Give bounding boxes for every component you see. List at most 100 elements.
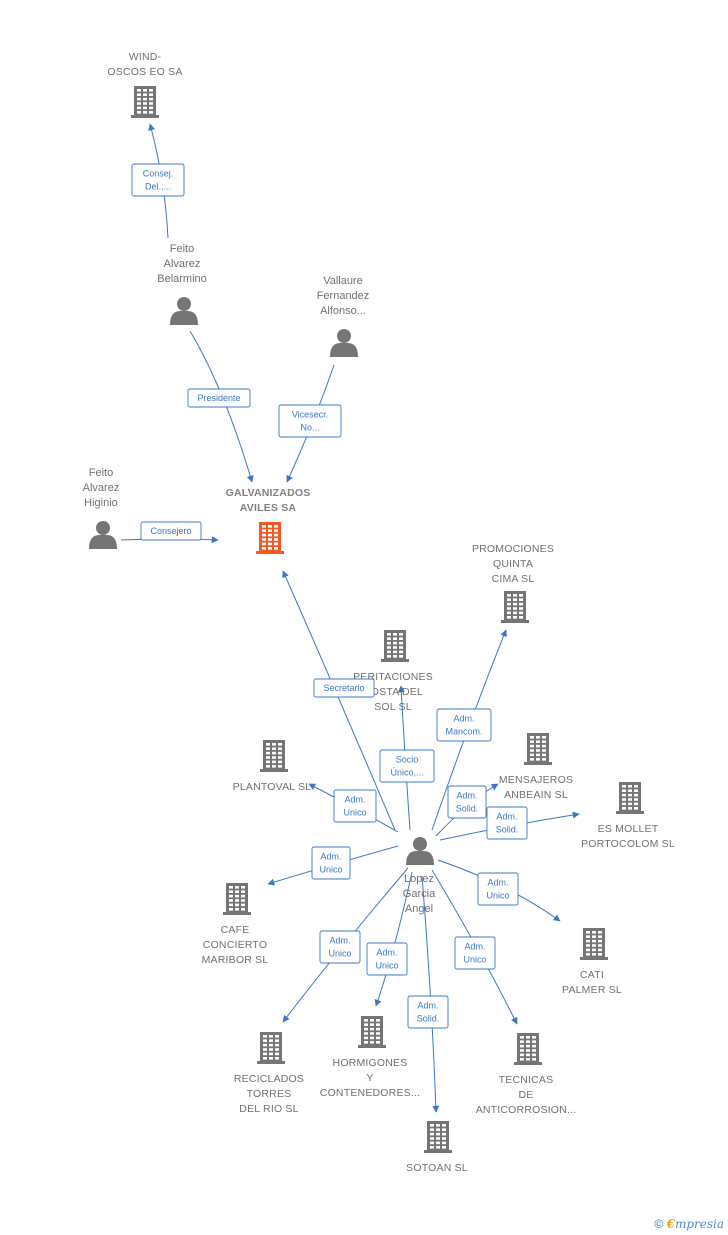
building-icon[interactable] [424, 1121, 452, 1153]
building-window [634, 785, 638, 788]
node-windoscos[interactable]: WIND-OSCOS EO SA [107, 51, 182, 118]
building-window [143, 111, 147, 114]
node-plantoval[interactable]: PLANTOVAL SL [233, 740, 312, 793]
building-window [628, 785, 632, 788]
node-label: Belarmino [157, 273, 207, 285]
building-icon[interactable] [580, 928, 608, 960]
node-label: ANTICORROSION... [476, 1104, 577, 1116]
building-window [526, 1036, 530, 1039]
person-icon[interactable] [89, 521, 117, 549]
copyright-symbol: © [654, 1217, 664, 1231]
edge-label[interactable]: Adm.Unico [311, 846, 351, 880]
building-icon[interactable] [358, 1016, 386, 1048]
building-window [387, 637, 391, 640]
edge-label-text: No... [300, 423, 319, 433]
building-icon[interactable] [256, 522, 284, 554]
building-window [278, 751, 282, 755]
building-window [622, 802, 626, 806]
person-icon[interactable] [406, 837, 434, 865]
node-label: PORTOCOLOM SL [581, 838, 675, 850]
building-icon[interactable] [260, 740, 288, 772]
building-icon[interactable] [381, 630, 409, 662]
building-icon[interactable] [616, 782, 644, 814]
building-base [616, 811, 644, 814]
edge-label-box [311, 846, 351, 880]
building-window [598, 935, 602, 938]
building-icon[interactable] [223, 883, 251, 915]
building-window [241, 894, 245, 898]
building-window [376, 1019, 380, 1022]
building-window [393, 650, 397, 654]
building-icon[interactable] [514, 1033, 542, 1065]
edge-label-box [454, 936, 496, 970]
person-icon[interactable] [330, 329, 358, 357]
building-window [229, 890, 233, 893]
building-window [269, 1057, 273, 1060]
building-icon[interactable] [257, 1032, 285, 1064]
building-window [536, 749, 540, 752]
edge-label-text: Solid. [417, 1014, 440, 1024]
edge-label-box [366, 942, 408, 976]
edge-label[interactable]: Adm.Solid. [486, 806, 528, 840]
building-window [622, 785, 626, 788]
node-label: OSCOS EO SA [107, 66, 182, 78]
building-icon[interactable] [524, 733, 552, 765]
edge-label[interactable]: Adm.Unico [319, 930, 361, 964]
building-window [532, 1036, 536, 1039]
empresia-logo[interactable]: €mpresia [667, 1217, 724, 1231]
edge-label[interactable]: Secretario [313, 678, 375, 698]
building-window [393, 633, 397, 636]
node-tecnicas[interactable]: TECNICASDEANTICORROSION... [476, 1033, 577, 1116]
building-window [137, 102, 141, 105]
building-icon[interactable] [131, 86, 159, 118]
building-window [530, 736, 534, 739]
edge-label[interactable]: Adm.Mancom. [436, 708, 492, 742]
building-window [634, 807, 638, 810]
edge-label[interactable]: SocioÚnico,... [379, 749, 435, 783]
building-window [274, 525, 278, 528]
building-icon[interactable] [501, 591, 529, 623]
node-vallaure[interactable]: VallaureFernandezAlfonso... [317, 275, 370, 357]
node-sotoan[interactable]: SOTOAN SL [406, 1121, 468, 1174]
edge-label[interactable]: Consej.Del.,... [131, 163, 185, 197]
building-window [393, 646, 397, 649]
building-window [536, 753, 540, 757]
building-window [436, 1146, 440, 1149]
edge-label-text: Adm. [456, 791, 477, 801]
building-window [436, 1132, 440, 1136]
building-window [520, 1040, 524, 1043]
building-window [622, 807, 626, 810]
edge-label[interactable]: Adm.Solid. [447, 785, 487, 819]
node-hormigones[interactable]: HORMIGONESYCONTENEDORES... [320, 1016, 420, 1099]
node-label: SOTOAN SL [406, 1162, 468, 1174]
person-icon[interactable] [170, 297, 198, 325]
building-window [513, 598, 517, 601]
edge-label[interactable]: Consejero [140, 521, 202, 541]
edge-label[interactable]: Presidente [187, 388, 251, 408]
building-window [235, 908, 239, 911]
edge-label[interactable]: Adm.Unico [366, 942, 408, 976]
edge-label[interactable]: Vicesecr.No... [278, 404, 342, 438]
edge-label-text: Unico [328, 949, 351, 959]
building-window [266, 756, 270, 759]
edge-label[interactable]: Adm.Unico [477, 872, 519, 906]
building-window [586, 953, 590, 956]
building-window [364, 1036, 368, 1040]
edge-label[interactable]: Adm.Solid. [407, 995, 449, 1029]
edge-label[interactable]: Adm.Unico [454, 936, 496, 970]
edge-label[interactable]: Adm.Unico [333, 789, 377, 823]
building-window [275, 1057, 279, 1060]
